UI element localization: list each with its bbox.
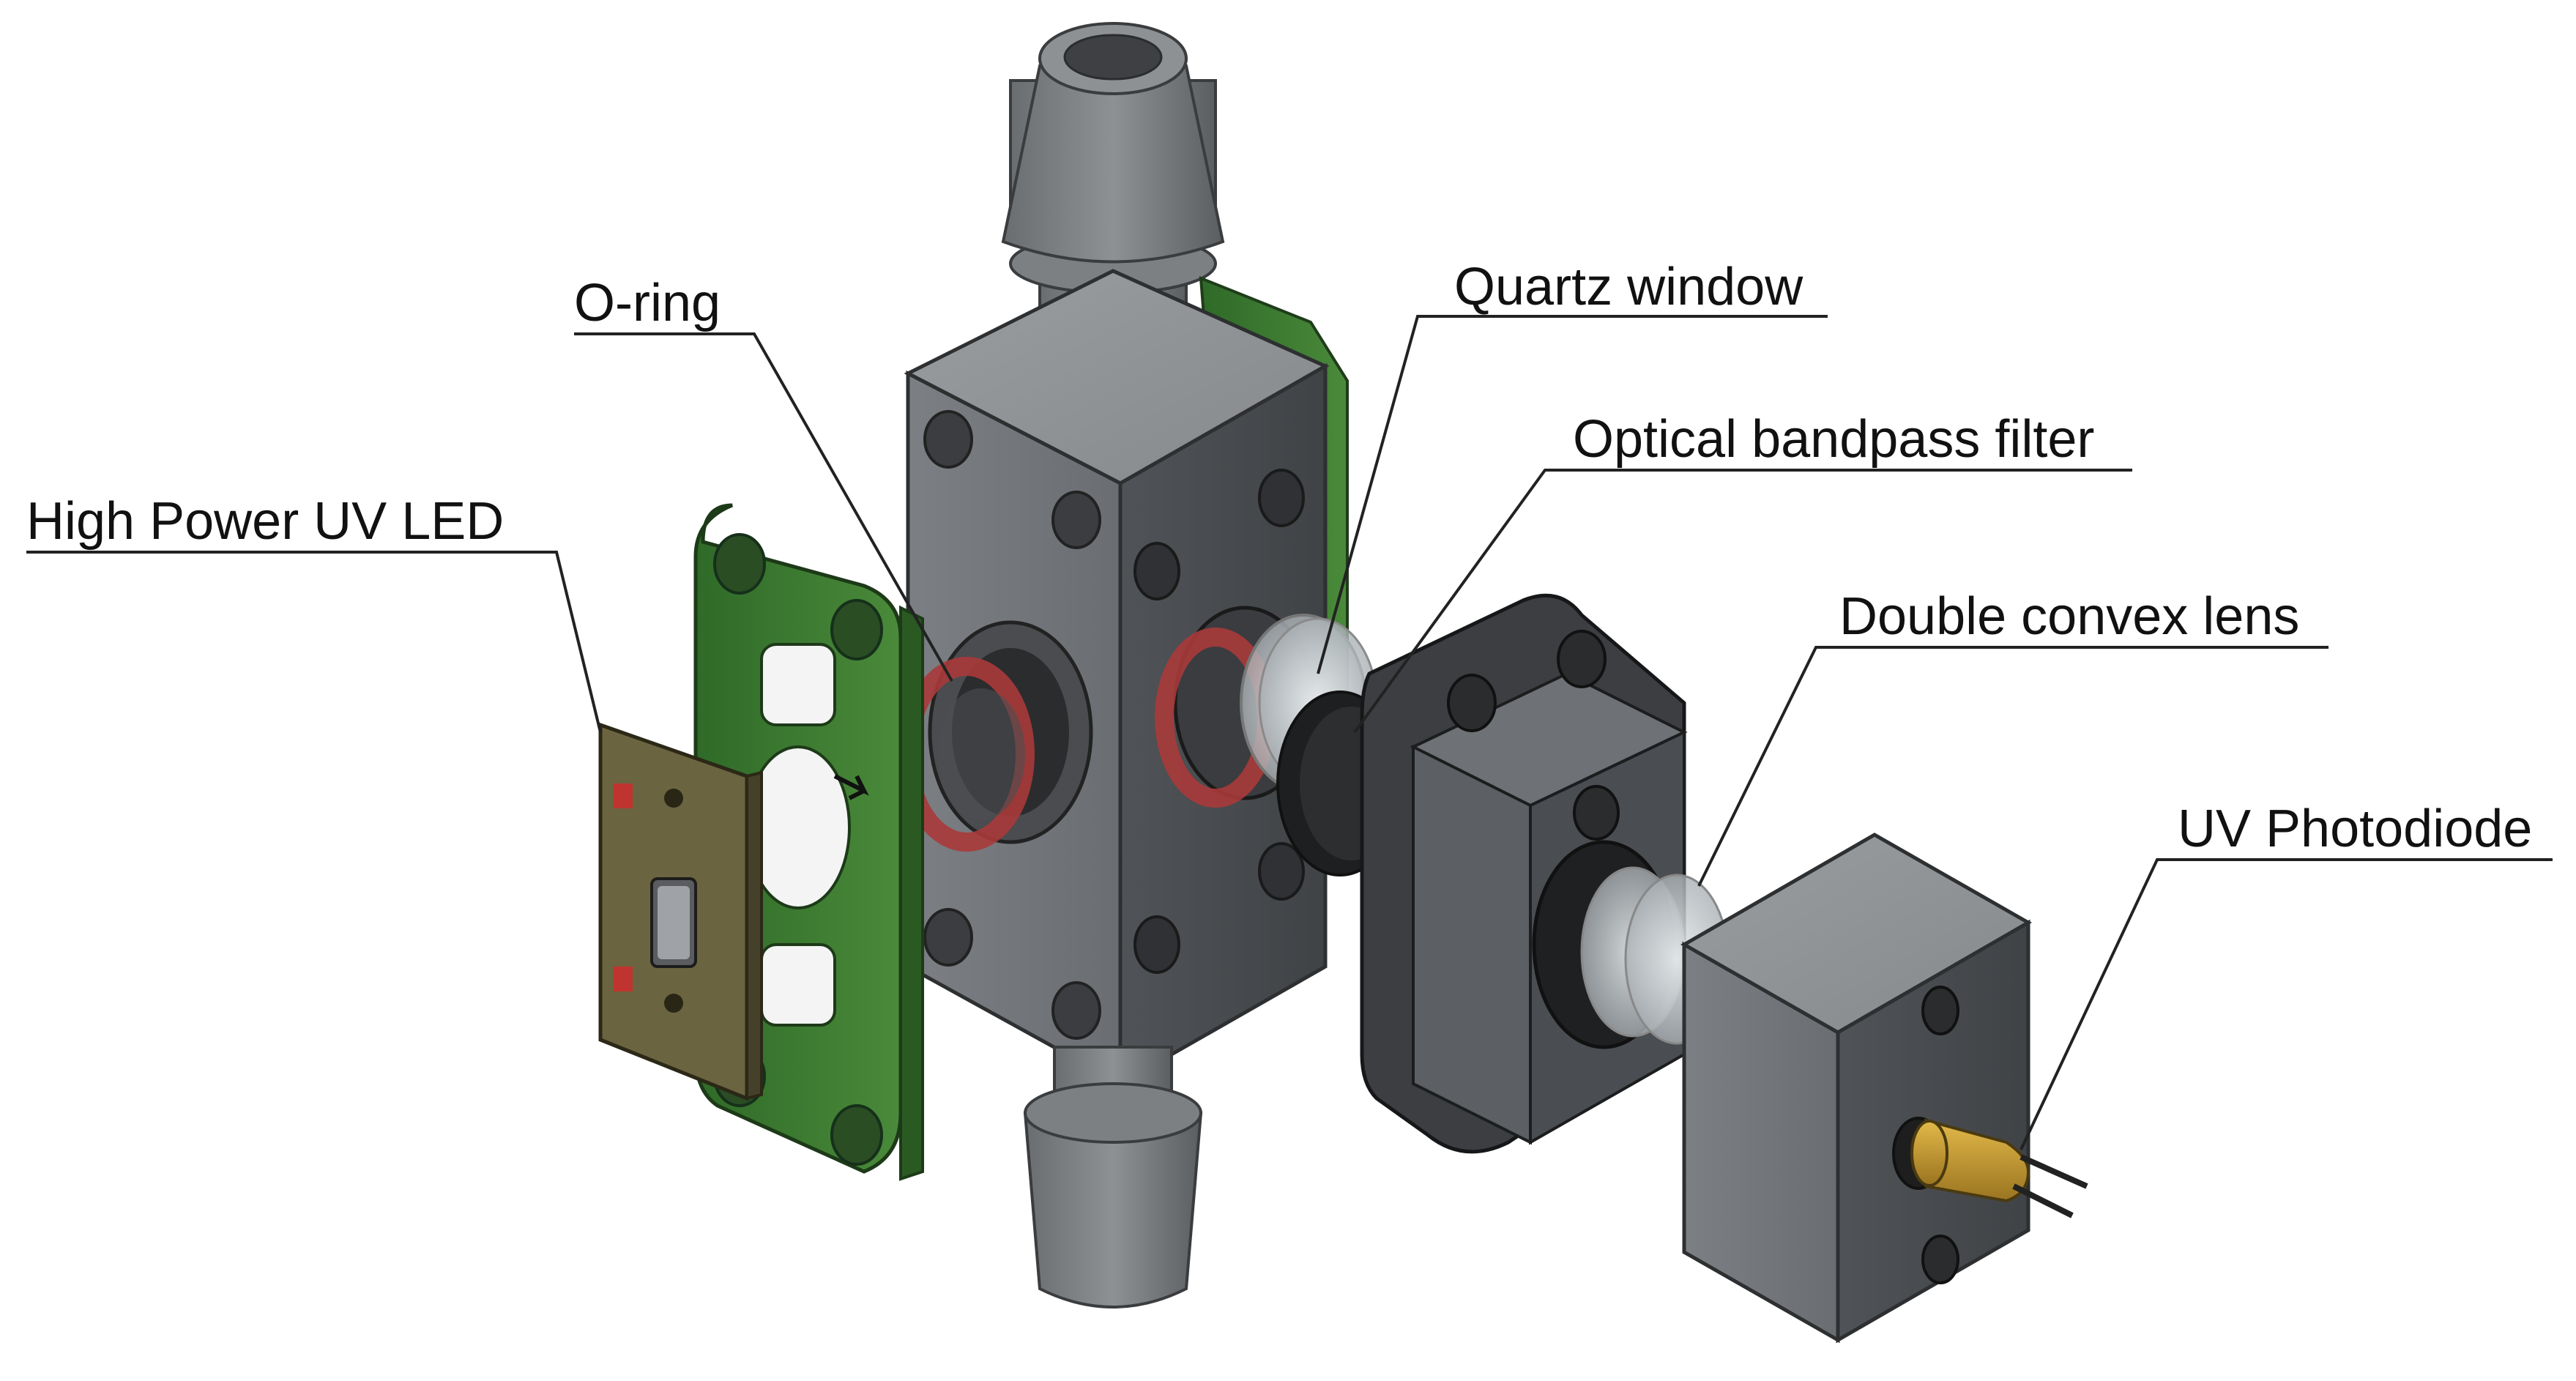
leader-led <box>26 551 602 733</box>
callout-leaders <box>26 315 2553 1150</box>
label-o-ring: O-ring <box>574 274 721 332</box>
label-optical-bandpass-filter: Optical bandpass filter <box>1573 410 2095 469</box>
label-double-convex-lens: Double convex lens <box>1839 587 2300 646</box>
photodiode-housing <box>1680 833 2033 1344</box>
label-quartz-window: Quartz window <box>1454 258 1803 316</box>
leader-photodiode <box>2020 858 2553 1150</box>
bottom-hose-barb <box>1023 1046 1203 1309</box>
leader-lens <box>1697 646 2329 887</box>
leader-quartz <box>1317 315 1828 674</box>
uv-led-board <box>598 722 763 1101</box>
top-hose-barb <box>1001 22 1225 412</box>
label-high-power-uv-led: High Power UV LED <box>26 492 505 551</box>
uv-photodiode <box>1892 1117 2088 1218</box>
leader-filter <box>1353 469 2132 734</box>
label-uv-photodiode: UV Photodiode <box>2178 800 2533 858</box>
leader-o-ring <box>574 332 953 682</box>
